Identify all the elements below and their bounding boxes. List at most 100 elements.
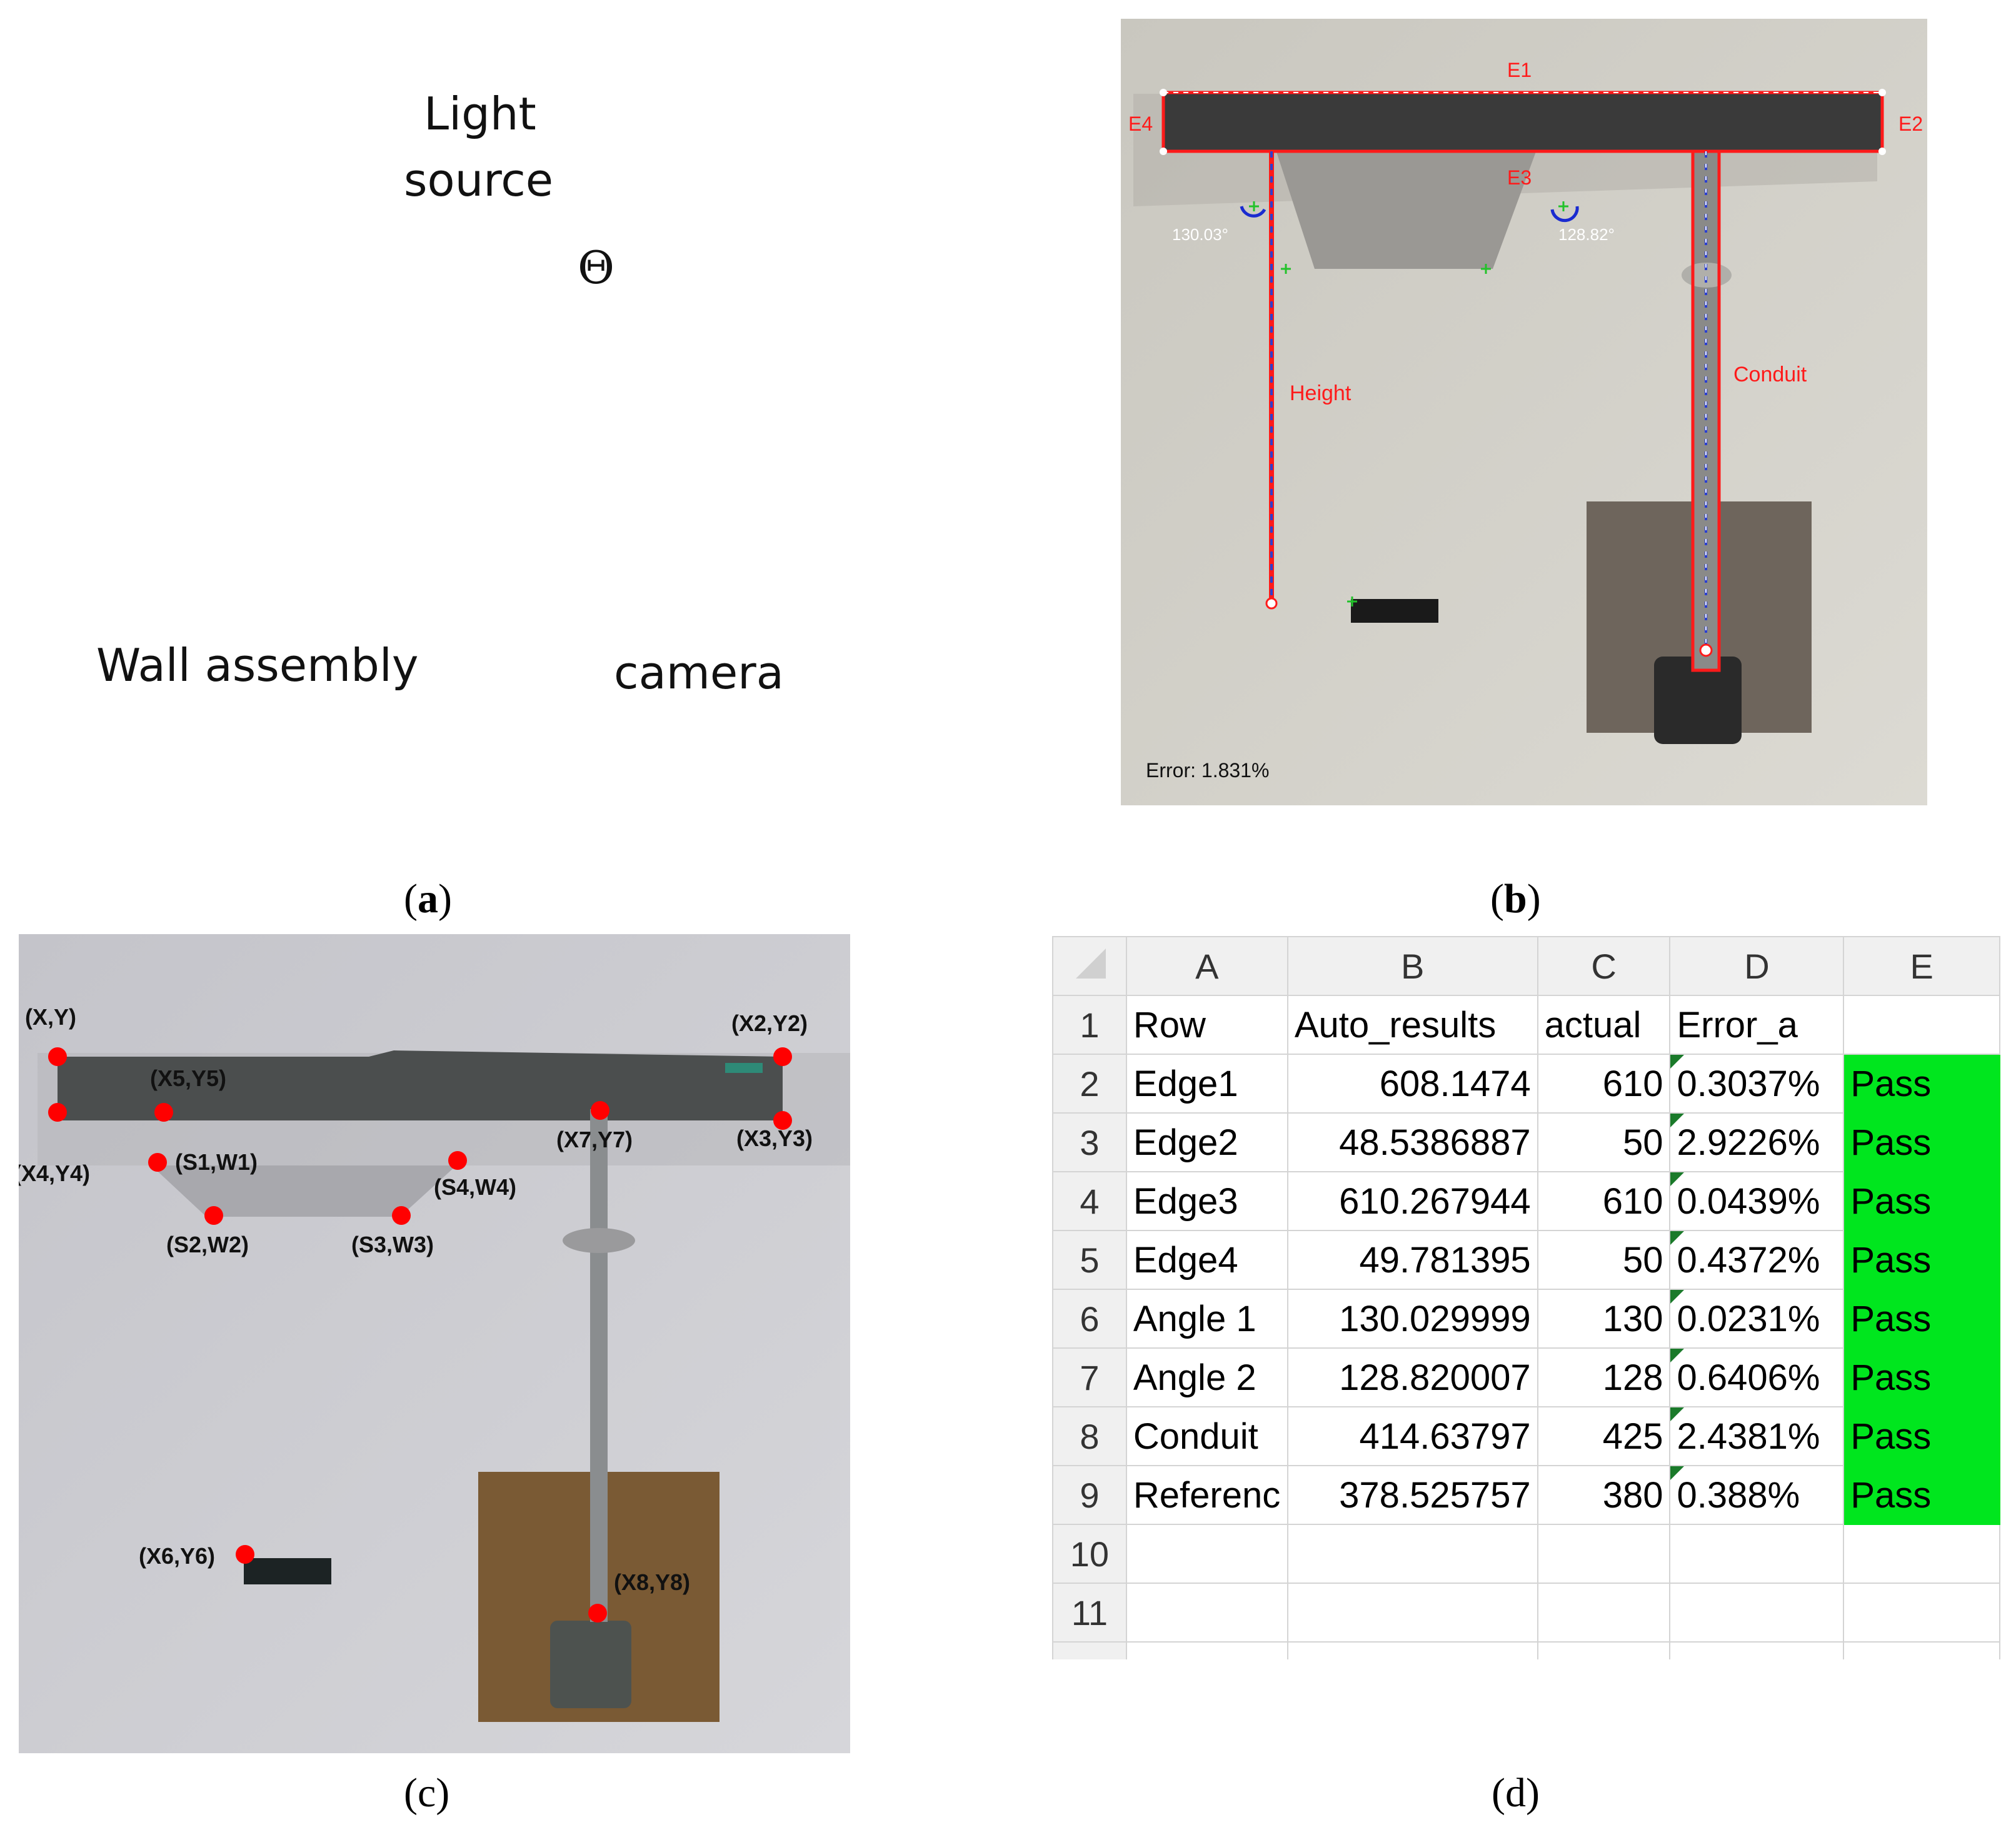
cell-actual[interactable]: 130 [1537,1289,1671,1349]
cell-error[interactable]: 0.0231% [1669,1289,1845,1349]
empty-cell[interactable] [1125,1524,1288,1584]
point-x6y6-label: (X6,Y6) [139,1543,216,1569]
cell-error[interactable]: 0.0439% [1669,1171,1845,1231]
row-number[interactable]: 3 [1052,1112,1127,1172]
cell-error[interactable]: 0.3037% [1669,1054,1845,1114]
header-cell-row[interactable]: Row [1125,995,1288,1055]
table-row: 2 Edge1 608.1474 610 0.3037% Pass [1052,1054,2000,1114]
empty-cell[interactable] [1843,1583,2000,1643]
cell-status[interactable]: Pass [1843,1171,2000,1231]
reference-block-c [244,1558,331,1584]
empty-cell[interactable] [1843,1524,2000,1584]
row-number[interactable]: 1 [1052,995,1127,1055]
cell-error[interactable]: 0.6406% [1669,1347,1845,1407]
cell-row-name[interactable]: Conduit [1125,1406,1288,1466]
table-row: 8 Conduit 414.63797 425 2.4381% Pass [1052,1406,2000,1466]
cell-row-name[interactable]: Edge2 [1125,1112,1288,1172]
empty-cell[interactable] [1669,1524,1845,1584]
results-table: A B C D E 1 Row Auto_results actual Erro… [1052,936,2000,1659]
cell-auto-result[interactable]: 48.5386887 [1286,1112,1538,1172]
cell-auto-result[interactable]: 128.820007 [1286,1347,1538,1407]
point-x4y4-label: (X4,Y4) [19,1160,91,1186]
row-number[interactable]: 10 [1052,1524,1127,1584]
cell-status[interactable]: Pass [1843,1406,2000,1466]
empty-cell[interactable] [1286,1583,1538,1643]
point-s1w1-label: (S1,W1) [175,1149,258,1175]
cell-error[interactable]: 0.388% [1669,1465,1845,1525]
cell-actual[interactable]: 610 [1537,1171,1671,1231]
column-header-b[interactable]: B [1286,936,1538,996]
cell-status[interactable]: Pass [1843,1230,2000,1290]
row-number[interactable]: 4 [1052,1171,1127,1231]
empty-cell[interactable] [1286,1524,1538,1584]
cell-status[interactable]: Pass [1843,1347,2000,1407]
cell-auto-result[interactable]: 378.525757 [1286,1465,1538,1525]
row-number[interactable]: 9 [1052,1465,1127,1525]
cell-row-name[interactable]: Edge3 [1125,1171,1288,1231]
row-number[interactable]: 11 [1052,1583,1127,1643]
cell-status[interactable]: Pass [1843,1465,2000,1525]
empty-cell[interactable] [1669,1641,1845,1659]
empty-cell[interactable] [1669,1583,1845,1643]
row-number[interactable]: 12 [1052,1641,1127,1659]
cell-status[interactable]: Pass [1843,1289,2000,1349]
bracket-trapezoid [1276,150,1537,269]
column-header-e[interactable]: E [1843,936,2000,996]
empty-cell[interactable] [1537,1583,1671,1643]
cell-error[interactable]: 0.4372% [1669,1230,1845,1290]
edge-e1-label: E1 [1507,59,1532,81]
header-cell-error[interactable]: Error_a [1669,995,1845,1055]
cell-row-name[interactable]: Edge4 [1125,1230,1288,1290]
cell-actual[interactable]: 610 [1537,1054,1671,1114]
header-cell-auto-results[interactable]: Auto_results [1286,995,1538,1055]
cell-error[interactable]: 2.4381% [1669,1406,1845,1466]
table-row: 7 Angle 2 128.820007 128 0.6406% Pass [1052,1347,2000,1407]
row-number[interactable]: 5 [1052,1230,1127,1290]
column-header-c[interactable]: C [1537,936,1671,996]
column-header-a[interactable]: A [1125,936,1288,996]
cell-actual[interactable]: 425 [1537,1406,1671,1466]
row-number[interactable]: 6 [1052,1289,1127,1349]
empty-cell[interactable] [1537,1524,1671,1584]
cell-actual[interactable]: 50 [1537,1112,1671,1172]
cell-actual[interactable]: 50 [1537,1230,1671,1290]
empty-cell[interactable] [1537,1641,1671,1659]
panel-b-annotated-image [1121,19,1927,805]
empty-cell[interactable] [1125,1583,1288,1643]
cell-status[interactable]: Pass [1843,1112,2000,1172]
panel-b-caption: (b) [1490,876,1541,922]
empty-cell[interactable] [1286,1641,1538,1659]
camera-label: camera [614,647,784,699]
row-number[interactable]: 8 [1052,1406,1127,1466]
cell-row-name[interactable]: Angle 1 [1125,1289,1288,1349]
edge-e4-label: E4 [1128,113,1153,135]
column-header-d[interactable]: D [1669,936,1845,996]
empty-cell[interactable] [1125,1641,1288,1659]
cell-row-name[interactable]: Edge1 [1125,1054,1288,1114]
point-s3w3-label: (S3,W3) [351,1232,434,1257]
cell-auto-result[interactable]: 610.267944 [1286,1171,1538,1231]
row-number[interactable]: 2 [1052,1054,1127,1114]
cell-row-name[interactable]: Referenc [1125,1465,1288,1525]
cell-row-name[interactable]: Angle 2 [1125,1347,1288,1407]
empty-row: 11 [1052,1583,2000,1643]
select-all-icon [1075,948,1106,979]
cell-auto-result[interactable]: 608.1474 [1286,1054,1538,1114]
empty-cell[interactable] [1843,1641,2000,1659]
cell-status[interactable]: Pass [1843,1054,2000,1114]
point-xy-label: (X,Y) [25,1004,77,1030]
cell-auto-result[interactable]: 49.781395 [1286,1230,1538,1290]
cell-auto-result[interactable]: 130.029999 [1286,1289,1538,1349]
cell-actual[interactable]: 380 [1537,1465,1671,1525]
header-cell-actual[interactable]: actual [1537,995,1671,1055]
header-cell-empty[interactable] [1843,995,2000,1055]
row-number[interactable]: 7 [1052,1347,1127,1407]
cell-actual[interactable]: 128 [1537,1347,1671,1407]
panel-a-caption: (a) [404,876,452,922]
wall-assembly-label: Wall assembly [96,639,419,692]
cell-auto-result[interactable]: 414.63797 [1286,1406,1538,1466]
panel-c-photo: (X,Y) (X2,Y2) (X5,Y5) (X4,Y4) (S1,W1) (X… [19,934,850,1753]
cell-error[interactable]: 2.9226% [1669,1112,1845,1172]
table-row: 9 Referenc 378.525757 380 0.388% Pass [1052,1465,2000,1525]
corner-cell[interactable] [1052,936,1127,996]
